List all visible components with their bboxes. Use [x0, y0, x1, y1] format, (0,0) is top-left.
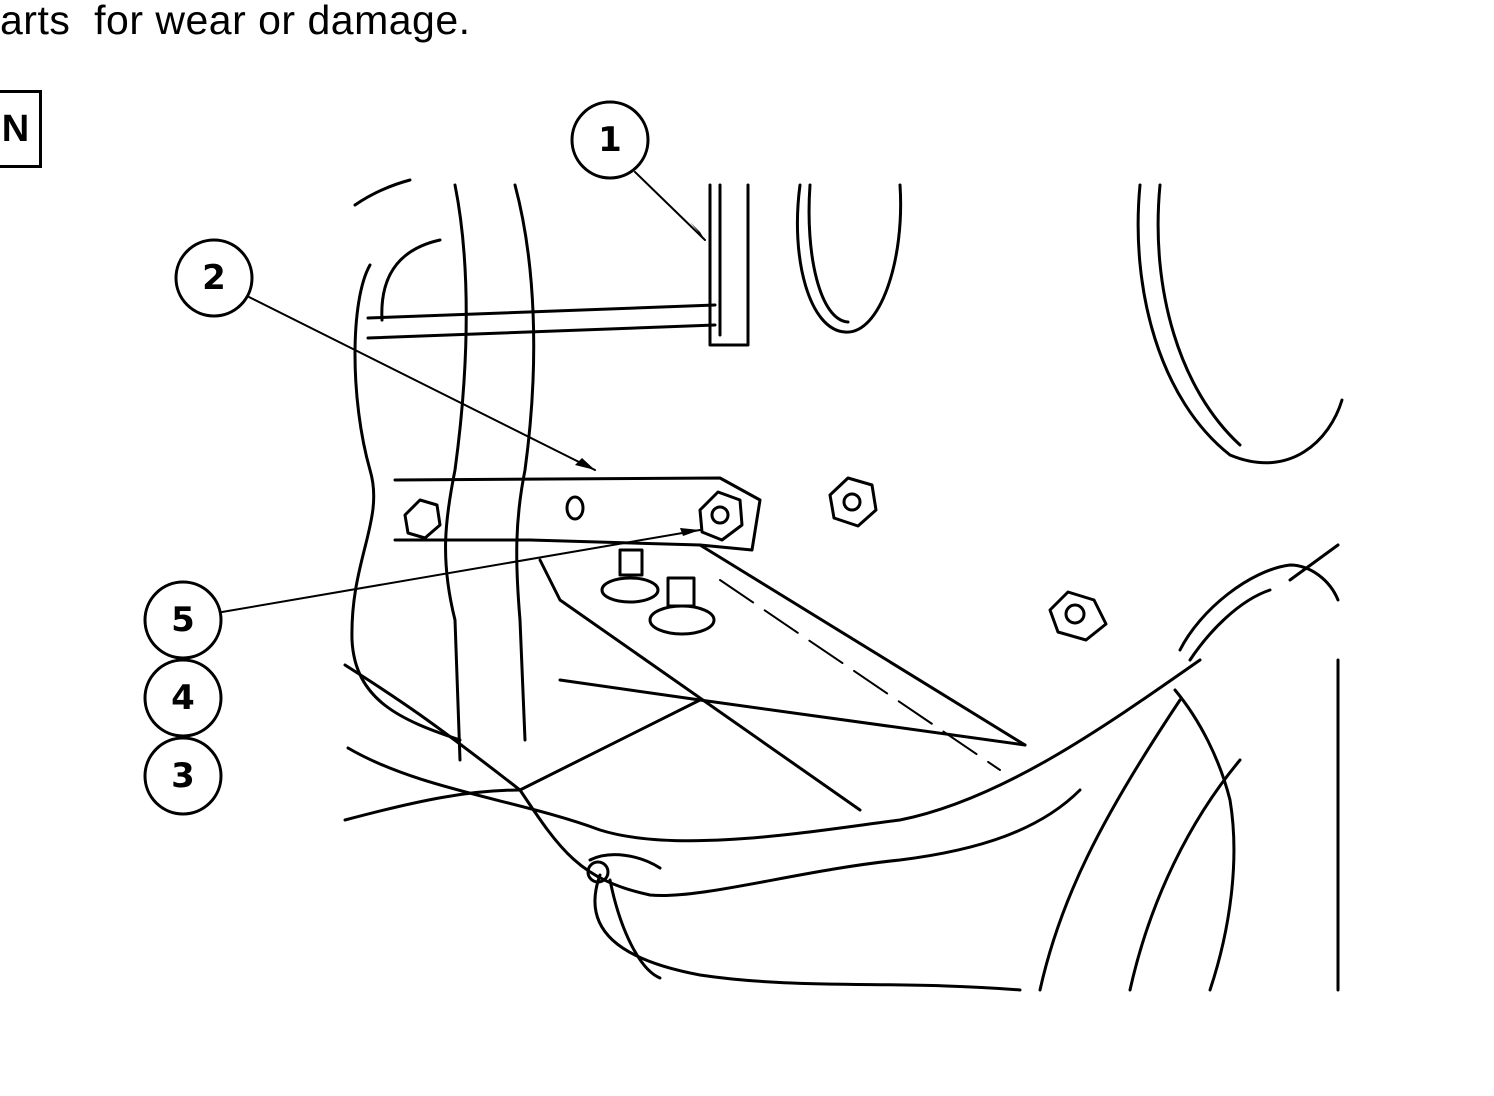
- callout-1-label: 1: [598, 120, 622, 160]
- callout-2-label: 2: [202, 258, 226, 298]
- view-label: N: [0, 90, 42, 168]
- bolt-b: [648, 576, 716, 636]
- hose-clamp: [586, 853, 662, 980]
- frame-tubes: [343, 178, 1202, 992]
- nut-5: [698, 490, 744, 542]
- bracket-part-1: [708, 183, 750, 347]
- instruction-text: arts for wear or damage.: [0, 0, 471, 43]
- callout-3: 3: [143, 736, 223, 816]
- nut-lower-right: [1048, 590, 1108, 642]
- bellows-boot: [1038, 543, 1340, 992]
- leader-lines: [221, 171, 706, 613]
- support-arm: [538, 543, 1027, 812]
- callout-4: 4: [143, 658, 223, 738]
- hardware: [600, 476, 1108, 642]
- bolt-a: [600, 548, 660, 604]
- callout-4-label: 4: [171, 678, 195, 718]
- callout-5: 5: [143, 580, 223, 660]
- view-letter: N: [1, 107, 30, 150]
- callout-5-label: 5: [171, 600, 195, 640]
- housing-arcs: [796, 183, 1344, 465]
- nut-upper-right: [828, 476, 878, 528]
- callout-1: 1: [570, 100, 650, 180]
- callout-3-label: 3: [171, 756, 195, 796]
- callout-2: 2: [174, 238, 254, 318]
- strap-part-2: [393, 476, 762, 552]
